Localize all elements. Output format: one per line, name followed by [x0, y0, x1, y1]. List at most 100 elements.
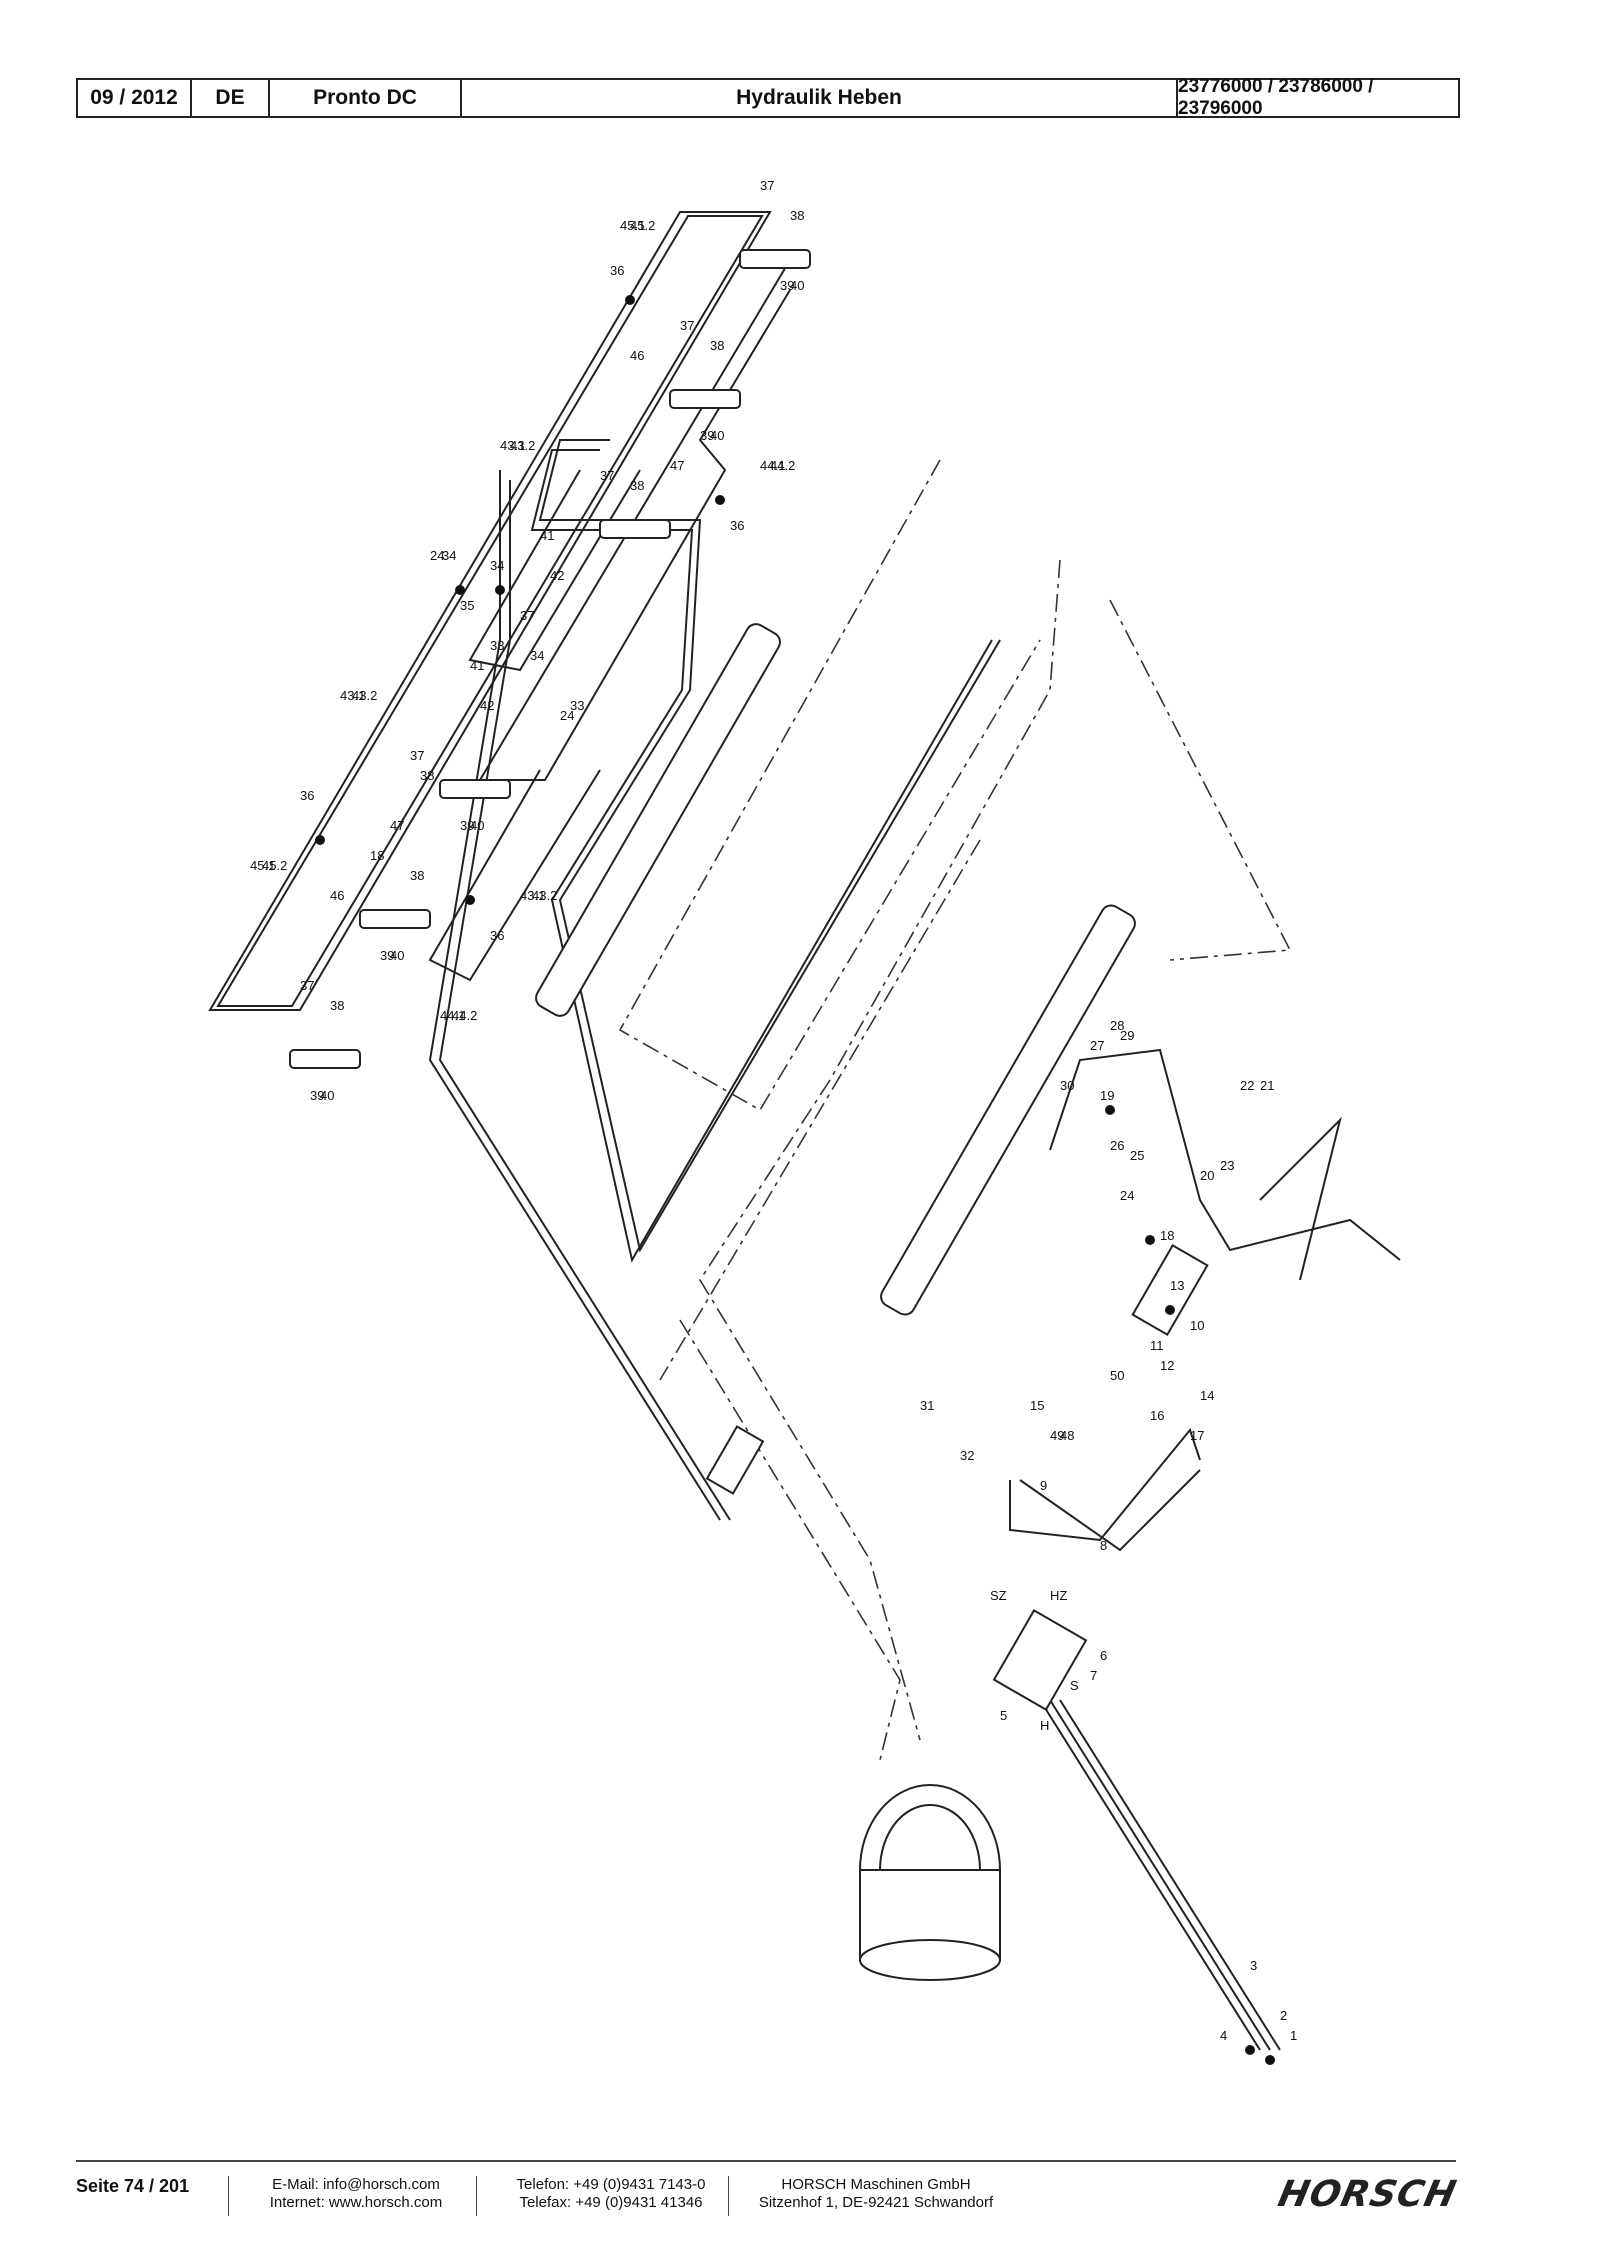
- footer: Seite 74 / 201 E-Mail: info@horsch.com I…: [76, 2168, 1460, 2238]
- svg-text:37: 37: [680, 318, 694, 333]
- svg-text:43.2: 43.2: [352, 688, 377, 703]
- svg-text:22: 22: [1240, 1078, 1254, 1093]
- svg-text:18: 18: [1160, 1228, 1174, 1243]
- svg-text:46: 46: [330, 888, 344, 903]
- svg-text:43.1: 43.1: [520, 888, 545, 903]
- svg-text:40: 40: [710, 428, 724, 443]
- svg-text:29: 29: [1120, 1028, 1134, 1043]
- svg-text:23: 23: [1220, 1158, 1234, 1173]
- svg-text:44.1: 44.1: [440, 1008, 465, 1023]
- svg-text:45.2: 45.2: [262, 858, 287, 873]
- svg-text:37: 37: [410, 748, 424, 763]
- svg-text:H: H: [1040, 1718, 1049, 1733]
- svg-text:45.1: 45.1: [620, 218, 645, 233]
- svg-text:45.2: 45.2: [630, 218, 655, 233]
- header-date: 09 / 2012: [78, 80, 192, 116]
- svg-text:33: 33: [490, 638, 504, 653]
- svg-text:42: 42: [550, 568, 564, 583]
- svg-text:35: 35: [460, 598, 474, 613]
- footer-company-block: HORSCH Maschinen GmbH Sitzenhof 1, DE-92…: [746, 2176, 1006, 2212]
- svg-text:36: 36: [300, 788, 314, 803]
- page-number: Seite 74 / 201: [76, 2176, 190, 2196]
- svg-text:36: 36: [490, 928, 504, 943]
- svg-text:S: S: [1070, 1678, 1079, 1693]
- svg-text:48: 48: [1060, 1428, 1074, 1443]
- svg-text:9: 9: [1040, 1478, 1047, 1493]
- svg-text:50: 50: [1110, 1368, 1124, 1383]
- svg-text:38: 38: [710, 338, 724, 353]
- svg-text:34: 34: [490, 558, 504, 573]
- svg-text:37: 37: [760, 178, 774, 193]
- svg-text:39: 39: [460, 818, 474, 833]
- svg-text:3: 3: [1250, 1958, 1257, 1973]
- svg-text:38: 38: [790, 208, 804, 223]
- svg-text:40: 40: [320, 1088, 334, 1103]
- svg-text:39: 39: [780, 278, 794, 293]
- svg-text:1: 1: [1290, 2028, 1297, 2043]
- svg-text:8: 8: [1100, 1538, 1107, 1553]
- svg-text:43.1: 43.1: [340, 688, 365, 703]
- svg-text:30: 30: [1060, 1078, 1074, 1093]
- svg-text:31: 31: [920, 1398, 934, 1413]
- footer-separator: [476, 2176, 477, 2216]
- footer-separator: [728, 2176, 729, 2216]
- svg-text:39: 39: [380, 948, 394, 963]
- svg-text:24: 24: [430, 548, 444, 563]
- svg-text:15: 15: [1030, 1398, 1044, 1413]
- svg-text:44.1: 44.1: [760, 458, 785, 473]
- horsch-logo: HORSCH: [1274, 2174, 1461, 2215]
- svg-text:38: 38: [420, 768, 434, 783]
- footer-telefax: Telefax: +49 (0)9431 41346: [519, 2194, 703, 2211]
- svg-text:11: 11: [1150, 1338, 1164, 1353]
- svg-text:10: 10: [1190, 1318, 1204, 1333]
- svg-text:19: 19: [1100, 1088, 1114, 1103]
- svg-text:39: 39: [310, 1088, 324, 1103]
- svg-text:43.1: 43.1: [500, 438, 525, 453]
- header-part-numbers: 23776000 / 23786000 / 23796000: [1178, 76, 1374, 119]
- svg-text:28: 28: [1110, 1018, 1124, 1033]
- footer-email[interactable]: E-Mail: info@horsch.com: [272, 2176, 440, 2193]
- svg-text:21: 21: [1260, 1078, 1274, 1093]
- svg-text:20: 20: [1200, 1168, 1214, 1183]
- footer-separator: [228, 2176, 229, 2216]
- svg-text:32: 32: [960, 1448, 974, 1463]
- svg-text:49: 49: [1050, 1428, 1064, 1443]
- footer-contact-web: E-Mail: info@horsch.com Internet: www.ho…: [256, 2176, 456, 2212]
- svg-text:26: 26: [1110, 1138, 1124, 1153]
- footer-rule: [76, 2160, 1456, 2162]
- svg-text:5: 5: [1000, 1708, 1007, 1723]
- svg-text:43.2: 43.2: [510, 438, 535, 453]
- svg-text:14: 14: [1200, 1388, 1214, 1403]
- header-model: Pronto DC: [270, 80, 462, 116]
- header-bar: 09 / 2012 DE Pronto DC Hydraulik Heben 2…: [76, 76, 1460, 119]
- svg-text:39: 39: [700, 428, 714, 443]
- svg-text:13: 13: [1170, 1278, 1184, 1293]
- svg-text:34: 34: [530, 648, 544, 663]
- svg-text:16: 16: [1150, 1408, 1164, 1423]
- header-language: DE: [192, 80, 270, 116]
- svg-text:24: 24: [1120, 1188, 1134, 1203]
- svg-text:42: 42: [480, 698, 494, 713]
- svg-text:24: 24: [560, 708, 574, 723]
- svg-text:37: 37: [300, 978, 314, 993]
- svg-text:2: 2: [1280, 2008, 1287, 2023]
- svg-text:6: 6: [1100, 1648, 1107, 1663]
- svg-text:27: 27: [1090, 1038, 1104, 1053]
- svg-text:36: 36: [730, 518, 744, 533]
- svg-text:41: 41: [470, 658, 484, 673]
- svg-text:37: 37: [520, 608, 534, 623]
- footer-internet[interactable]: Internet: www.horsch.com: [269, 2194, 443, 2211]
- svg-text:37: 37: [600, 468, 614, 483]
- svg-text:7: 7: [1090, 1668, 1097, 1683]
- svg-text:12: 12: [1160, 1358, 1174, 1373]
- svg-text:40: 40: [790, 278, 804, 293]
- footer-address: Sitzenhof 1, DE-92421 Schwandorf: [758, 2194, 994, 2211]
- svg-text:40: 40: [470, 818, 484, 833]
- svg-text:44.2: 44.2: [770, 458, 795, 473]
- svg-text:38: 38: [330, 998, 344, 1013]
- svg-text:41: 41: [540, 528, 554, 543]
- svg-text:HZ: HZ: [1050, 1588, 1067, 1603]
- svg-text:33: 33: [570, 698, 584, 713]
